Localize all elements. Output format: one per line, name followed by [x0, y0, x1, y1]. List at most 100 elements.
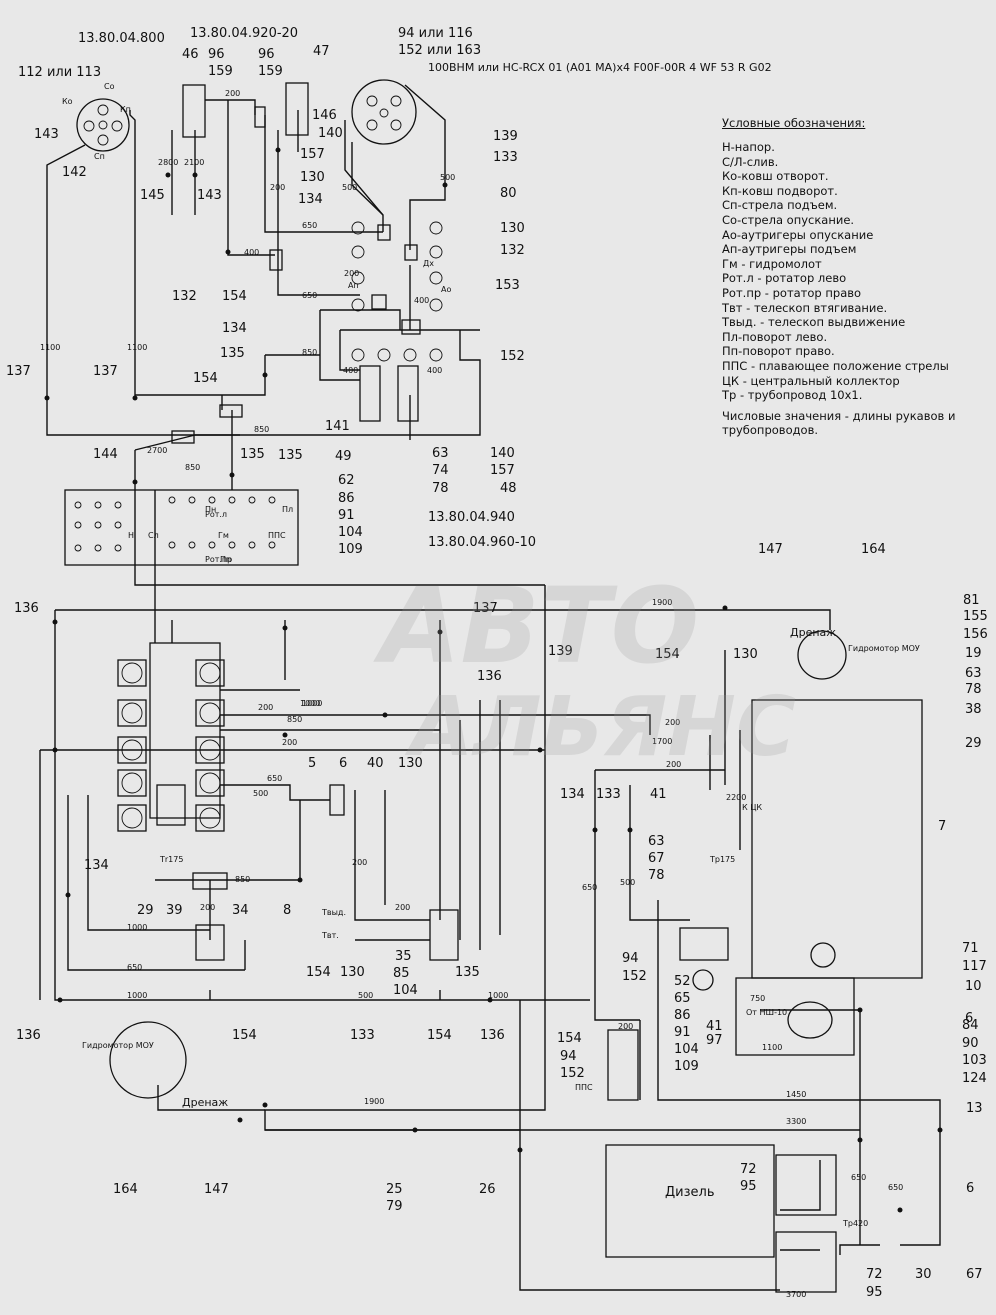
- hose-length-label: 400: [414, 296, 429, 305]
- callout-number: 130: [733, 647, 758, 662]
- hose-length-label: 850: [254, 425, 269, 434]
- callout-number: 95: [740, 1179, 757, 1194]
- hose-length-label: 200: [270, 183, 285, 192]
- callout-number: 49: [335, 449, 352, 464]
- callout-number: 96: [258, 47, 275, 62]
- callout-number: 124: [962, 1071, 987, 1086]
- callout-number: 155: [963, 609, 988, 624]
- part-label-940: 13.80.04.940: [428, 510, 515, 525]
- legend-item: Н-напор.: [722, 140, 775, 154]
- callout-number: 154: [193, 371, 218, 386]
- port-label: ППС: [268, 531, 286, 540]
- callout-number: 40: [367, 756, 384, 771]
- callout-number: 143: [34, 127, 59, 142]
- hose-length-label: 200: [666, 760, 681, 769]
- hose-length-label: 1900: [364, 1097, 384, 1106]
- callout-number: 104: [393, 983, 418, 998]
- callout-number: 62: [338, 473, 355, 488]
- callout-number: 78: [965, 682, 982, 697]
- callout-number: 91: [338, 508, 355, 523]
- bottom-hoses: [39, 585, 941, 1293]
- callout-number: 132: [500, 243, 525, 258]
- hose-length-label: 1100: [127, 343, 147, 352]
- motor-label-right: Гидромотор МОУ: [848, 644, 920, 653]
- callout-number: 157: [490, 463, 515, 478]
- callout-number: 104: [674, 1042, 699, 1057]
- callout-number: 154: [655, 647, 680, 662]
- callout-number: 137: [6, 364, 31, 379]
- callout-number: 136: [16, 1028, 41, 1043]
- port-label: Твыд.: [321, 908, 346, 917]
- callout-number: 137: [93, 364, 118, 379]
- top-part-labels: 13.80.04.800 13.80.04.920-20 94 или 116 …: [18, 26, 772, 550]
- distributor: [117, 642, 225, 832]
- callout-number: 34: [232, 903, 249, 918]
- callout-number: 90: [962, 1036, 979, 1051]
- callout-number: 154: [232, 1028, 257, 1043]
- hose-length-label: 650: [851, 1173, 866, 1182]
- hose-length-label: 200: [344, 269, 359, 278]
- callout-number: 41: [650, 787, 667, 802]
- port-label: Сл: [148, 531, 159, 540]
- callout-number: 147: [758, 542, 783, 557]
- callout-number: 67: [966, 1267, 983, 1282]
- callout-number: 63: [648, 834, 665, 849]
- callout-number: 139: [493, 129, 518, 144]
- callout-number: 38: [965, 702, 982, 717]
- callout-number: 154: [557, 1031, 582, 1046]
- callout-number: 136: [480, 1028, 505, 1043]
- callout-number: 63: [965, 666, 982, 681]
- callout-number: 6: [965, 1011, 973, 1026]
- callout-number: 78: [432, 481, 449, 496]
- legend-item: Ап-аутригеры подъем: [722, 242, 857, 257]
- callout-number: 65: [674, 991, 691, 1006]
- legend-item: Пп-поворот право.: [722, 344, 835, 359]
- from-pump-label: От НШ-10: [746, 1008, 787, 1017]
- part-label-94: 94 или 116: [398, 26, 473, 41]
- callout-number: 35: [395, 949, 412, 964]
- hose-length-label: 650: [888, 1183, 903, 1192]
- callout-number: 30: [915, 1267, 932, 1282]
- legend-item: Рот.л - ротатор лево: [722, 271, 847, 286]
- callout-number: 136: [14, 601, 39, 616]
- hose-length-label: 3300: [786, 1117, 806, 1126]
- callout-number: 133: [350, 1028, 375, 1043]
- callout-number: 134: [84, 858, 109, 873]
- legend-item: Гм - гидромолот: [722, 256, 822, 271]
- callout-number: 5: [308, 756, 316, 771]
- hose-length-label: 850: [185, 463, 200, 472]
- hose-length-label: 400: [244, 248, 259, 257]
- diesel-label: Дизель: [665, 1185, 715, 1200]
- legend: Условные обозначения: Н-напор.С/Л-слив.К…: [722, 116, 982, 438]
- hose-length-label: 2800: [158, 158, 178, 167]
- callout-number: 6: [339, 756, 347, 771]
- hose-length-label: 1900: [652, 598, 672, 607]
- valve-label: 100ВНМ или НС-RCX 01 (А01 МА)х4 F00F-00R…: [428, 61, 772, 74]
- legend-title: Условные обозначения:: [722, 116, 866, 130]
- callout-number: 78: [648, 868, 665, 883]
- port-label: Тр175: [709, 855, 735, 864]
- hose-length-label: 1700: [652, 737, 672, 746]
- callout-number: 104: [338, 525, 363, 540]
- callout-number: 146: [312, 108, 337, 123]
- callout-number: 147: [204, 1182, 229, 1197]
- port-label: Ао: [441, 285, 451, 294]
- hose-length-label: 1450: [786, 1090, 806, 1099]
- hose-length-label: 400: [427, 366, 442, 375]
- callout-number: 154: [427, 1028, 452, 1043]
- callout-number: 39: [166, 903, 183, 918]
- callout-number: 95: [866, 1285, 883, 1300]
- hose-length-label: 500: [358, 991, 373, 1000]
- hose-length-label: 850: [235, 875, 250, 884]
- callout-number: 29: [965, 736, 982, 751]
- legend-item: Со-стрела опускание.: [722, 212, 855, 227]
- port-label: Тr175: [159, 855, 183, 864]
- callout-number: 10: [965, 979, 982, 994]
- callout-number: 133: [493, 150, 518, 165]
- callout-number: 154: [222, 289, 247, 304]
- callout-number: 159: [208, 64, 233, 79]
- callout-number: 143: [197, 188, 222, 203]
- legend-item: Ко-ковш отворот.: [722, 169, 829, 184]
- legend-item: ЦК - центральный коллектор: [722, 373, 900, 388]
